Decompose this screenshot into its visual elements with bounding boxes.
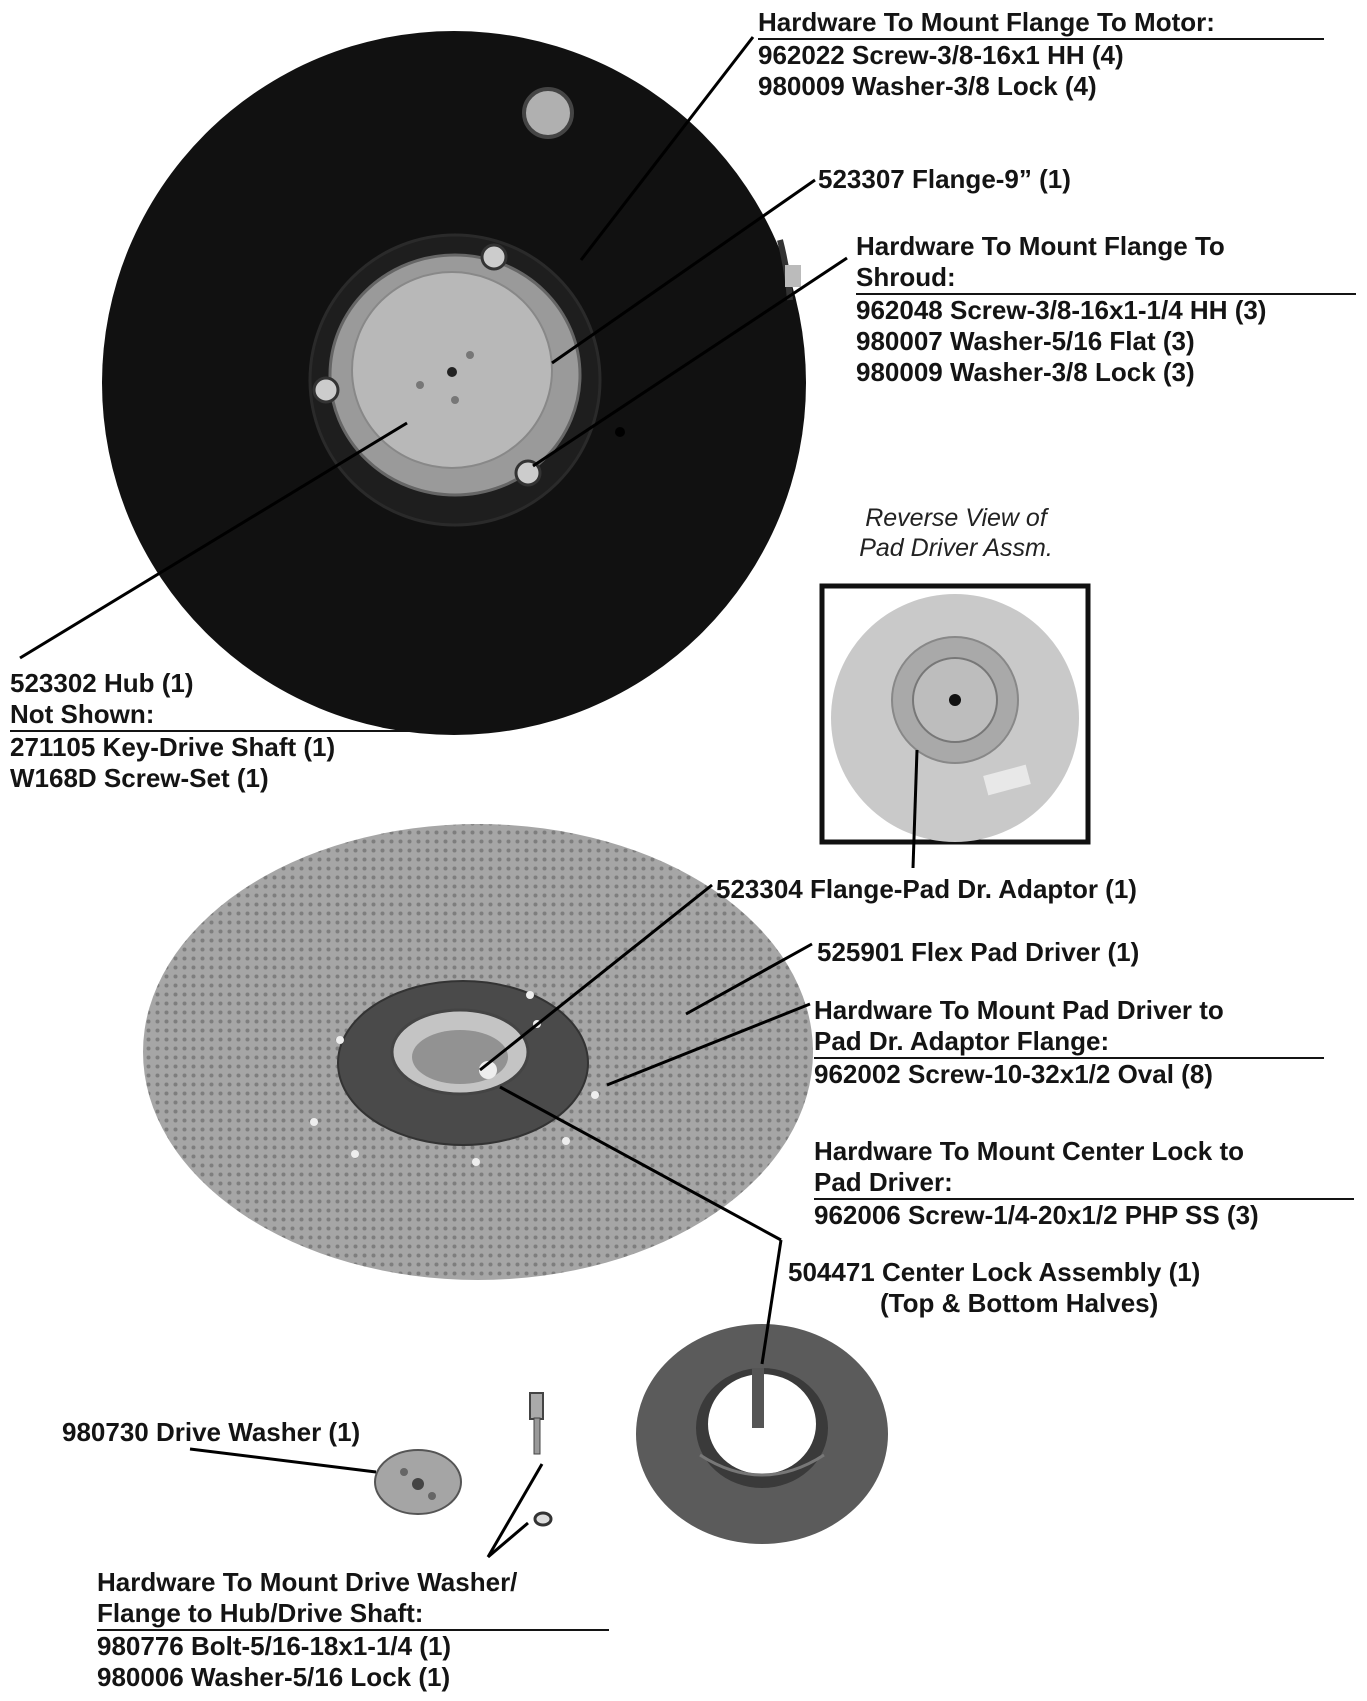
bolt <box>480 243 508 271</box>
shroud-mount-heading: Hardware To Mount Flange To <box>856 231 1225 261</box>
motor-mount-hardware: Hardware To Mount Flange To Motor: 96202… <box>758 7 1324 102</box>
drive-washer-mount-item: 980006 Washer-5/16 Lock (1) <box>97 1662 451 1692</box>
center-lock-illustration <box>636 1324 888 1544</box>
drive-washer-illustration <box>374 1449 462 1515</box>
center-lock-mount-heading: Pad Driver: <box>814 1167 1354 1200</box>
hub-label: 523302 Hub (1) <box>10 668 194 698</box>
motor-mount-item: 962022 Screw-3/8-16x1 HH (4) <box>758 40 1124 70</box>
center-lock-label-line: 504471 Center Lock Assembly (1) <box>788 1257 1201 1287</box>
flex-pad-driver-illustration <box>143 824 813 1280</box>
shroud-mount-heading: Shroud: <box>856 262 1356 295</box>
not-shown-item: W168D Screw-Set (1) <box>10 763 269 793</box>
drive-washer-mount-item: 980776 Bolt-5/16-18x1-1/4 (1) <box>97 1631 452 1661</box>
pad-driver-mount-item: 962002 Screw-10-32x1/2 Oval (8) <box>814 1059 1213 1089</box>
motor-mount-item: 980009 Washer-3/8 Lock (4) <box>758 71 1097 101</box>
drive-washer-label: 980730 Drive Washer (1) <box>62 1417 361 1447</box>
adaptor-label: 523304 Flange-Pad Dr. Adaptor (1) <box>716 874 1137 904</box>
center-lock-mount-heading: Hardware To Mount Center Lock to <box>814 1136 1244 1166</box>
flange-label: 523307 Flange-9” (1) <box>818 164 1071 194</box>
shroud-latch <box>785 265 801 287</box>
bolt-and-washer-illustration <box>529 1392 553 1527</box>
flange-9-illustration <box>312 243 625 497</box>
drive-washer-mount-heading: Hardware To Mount Drive Washer/ <box>97 1567 518 1597</box>
shroud-knob <box>522 87 574 139</box>
pad-driver-mount-hardware: Hardware To Mount Pad Driver to Pad Dr. … <box>814 995 1324 1090</box>
shroud-mount-item: 962048 Screw-3/8-16x1-1/4 HH (3) <box>856 295 1267 325</box>
leader-lines <box>19 36 919 1559</box>
reverse-view-caption-line: Reverse View of <box>865 504 1047 532</box>
bolt <box>312 376 340 404</box>
drive-washer-mount-hardware: Hardware To Mount Drive Washer/ Flange t… <box>97 1567 609 1693</box>
reverse-view-caption-line: Pad Driver Assm. <box>859 534 1053 562</box>
center-lock-label-line: (Top & Bottom Halves) <box>880 1288 1159 1318</box>
shroud-mount-item: 980009 Washer-3/8 Lock (3) <box>856 357 1195 387</box>
reverse-view-box <box>819 583 1091 845</box>
motor-mount-heading: Hardware To Mount Flange To Motor: <box>758 7 1324 40</box>
shroud-mount-hardware: Hardware To Mount Flange To Shroud: 9620… <box>856 231 1356 388</box>
center-lock-label: 504471 Center Lock Assembly (1) (Top & B… <box>788 1257 1200 1319</box>
shroud-mount-item: 980007 Washer-5/16 Flat (3) <box>856 326 1195 356</box>
not-shown-heading: Not Shown: <box>10 699 430 732</box>
flex-pad-label: 525901 Flex Pad Driver (1) <box>817 937 1140 967</box>
pad-driver-mount-heading: Pad Dr. Adaptor Flange: <box>814 1026 1324 1059</box>
hub-group: 523302 Hub (1) Not Shown: 271105 Key-Dri… <box>10 668 430 794</box>
center-lock-mount-item: 962006 Screw-1/4-20x1/2 PHP SS (3) <box>814 1200 1259 1230</box>
drive-washer-mount-heading: Flange to Hub/Drive Shaft: <box>97 1598 609 1631</box>
center-lock-mount-hardware: Hardware To Mount Center Lock to Pad Dri… <box>814 1136 1354 1231</box>
not-shown-item: 271105 Key-Drive Shaft (1) <box>10 732 336 762</box>
pad-driver-mount-heading: Hardware To Mount Pad Driver to <box>814 995 1224 1025</box>
reverse-view-caption: Reverse View of Pad Driver Assm. <box>832 503 1080 563</box>
